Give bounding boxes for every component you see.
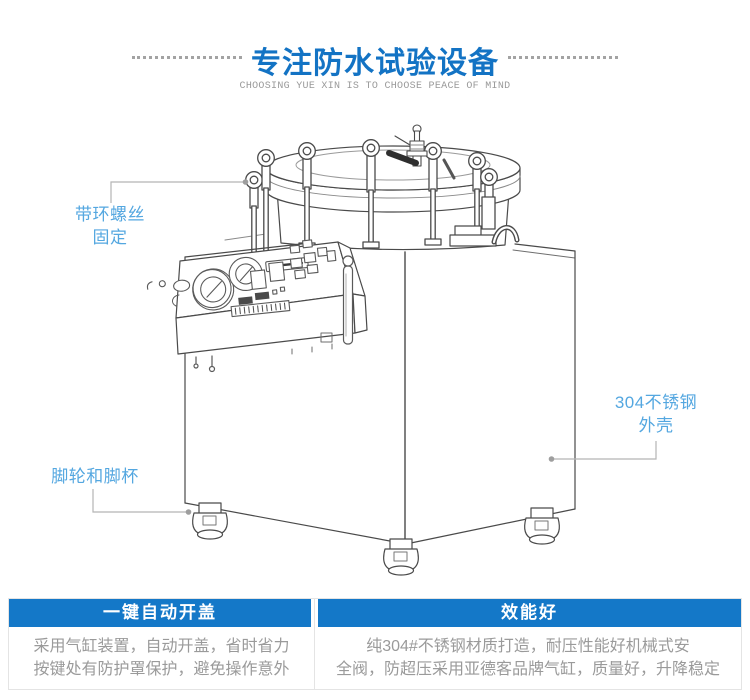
caster-foot <box>383 538 419 576</box>
eye-bolt-clamp <box>424 142 442 246</box>
air-pipe <box>449 225 520 247</box>
feature-table: 一键自动开盖 采用气缸装置，自动开盖，省时省力 按键处有防护罩保护，避免操作意外… <box>8 598 742 690</box>
feature-body-auto-open: 采用气缸装置，自动开盖，省时省力 按键处有防护罩保护，避免操作意外 <box>9 627 314 681</box>
caster-foot <box>524 507 560 545</box>
feature-text-line: 全阀，防超压采用亚德客品牌气缸，质量好，升降稳定 <box>335 661 720 678</box>
callout-stainless-shell: 304不锈钢 外壳 <box>606 391 706 437</box>
callout-ring-screw: 带环螺丝 固定 <box>60 203 160 249</box>
feature-text-line: 采用气缸装置，自动开盖，省时省力 <box>33 638 290 655</box>
leader-dot <box>242 179 249 185</box>
eye-bolt-clamp <box>480 168 498 230</box>
leader-line <box>110 181 243 203</box>
title-dotted-divider-right <box>508 56 618 59</box>
eye-bolt-clamp <box>362 139 380 249</box>
leader-lines <box>92 179 657 515</box>
sight-tube <box>342 255 354 345</box>
callout-casters: 脚轮和脚杯 <box>43 465 147 488</box>
lid-handle <box>386 150 419 166</box>
leader-line <box>554 441 657 460</box>
callout-text: 脚轮和脚杯 <box>51 467 139 486</box>
leader-line <box>92 489 186 513</box>
callout-text: 外壳 <box>638 416 674 435</box>
title-dotted-divider-left <box>132 56 242 59</box>
control-panel <box>146 239 368 373</box>
leader-dot <box>185 509 192 515</box>
feature-col-auto-open: 一键自动开盖 采用气缸装置，自动开盖，省时省力 按键处有防护罩保护，避免操作意外 <box>9 599 315 689</box>
callout-text: 304不锈钢 <box>614 393 698 412</box>
page-subtitle: CHOOSING YUE XIN IS TO CHOOSE PEACE OF M… <box>239 81 511 92</box>
lid-rod <box>442 158 456 180</box>
feature-body-performance: 纯304#不锈钢材质打造，耐压性能好机械式安 全阀，防超压采用亚德客品牌气缸，质… <box>315 627 741 681</box>
caster-feet <box>192 502 560 576</box>
page-title: 专注防水试验设备 <box>251 47 499 80</box>
feature-text-line: 纯304#不锈钢材质打造，耐压性能好机械式安 <box>366 638 690 655</box>
feature-text-line: 按键处有防护罩保护，避免操作意外 <box>33 661 290 678</box>
callout-text: 固定 <box>92 228 128 247</box>
feature-header-auto-open: 一键自动开盖 <box>9 599 311 627</box>
leader-dot <box>548 456 555 462</box>
callout-text: 带环螺丝 <box>75 205 145 224</box>
feature-header-performance: 效能好 <box>318 599 741 627</box>
caster-foot <box>192 502 228 540</box>
feature-col-performance: 效能好 纯304#不锈钢材质打造，耐压性能好机械式安 全阀，防超压采用亚德客品牌… <box>315 599 741 689</box>
